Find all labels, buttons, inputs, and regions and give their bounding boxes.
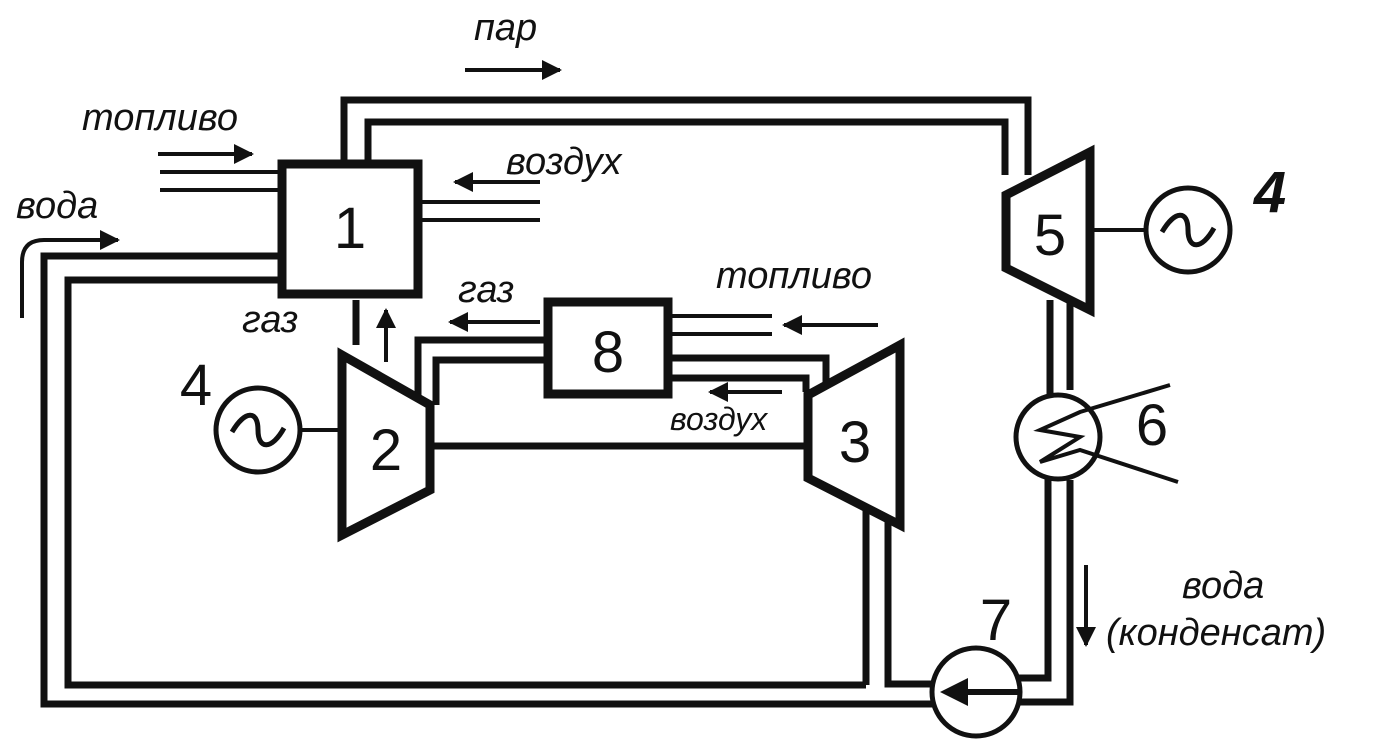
gas-duct-8-2 bbox=[414, 336, 548, 405]
generator-right: 4 bbox=[1143, 160, 1286, 275]
water-condensate-label-2: (конденсат) bbox=[1106, 612, 1326, 654]
flow-arrows bbox=[20, 60, 1096, 647]
steam-label: пар bbox=[474, 7, 537, 49]
condenser-6: 6 bbox=[1013, 383, 1179, 484]
component-4-left-label: 4 bbox=[180, 353, 212, 418]
steam-pipe bbox=[340, 96, 1032, 175]
air-duct-3-8 bbox=[668, 354, 830, 392]
compressor-3: 3 bbox=[803, 337, 905, 533]
boiler-air-inlet bbox=[418, 200, 540, 222]
gas-mid-label: газ bbox=[458, 269, 514, 311]
condensate-pipe bbox=[1018, 300, 1074, 706]
component-3-label: 3 bbox=[839, 410, 871, 475]
water-condensate-label-1: вода bbox=[1182, 565, 1264, 607]
component-5-label: 5 bbox=[1034, 203, 1066, 268]
fuel-mid-label: топливо bbox=[716, 255, 872, 297]
component-8-label: 8 bbox=[592, 320, 624, 385]
combustor-fuel-inlet bbox=[668, 314, 772, 336]
boiler-1: 1 bbox=[277, 159, 423, 299]
combustor-8: 8 bbox=[543, 297, 673, 399]
component-6-label: 6 bbox=[1136, 393, 1168, 458]
gas-turbine-2: 2 bbox=[337, 347, 435, 543]
steam-turbine-5: 5 bbox=[1001, 144, 1095, 318]
component-7-label: 7 bbox=[980, 588, 1012, 653]
feedwater-pipe bbox=[40, 252, 934, 708]
water-in-arrow bbox=[20, 230, 120, 318]
component-4-right-label: 4 bbox=[1253, 160, 1286, 225]
generator-left: 4 bbox=[180, 353, 303, 475]
air-top-label: воздух bbox=[506, 141, 624, 183]
gas-left-label: газ bbox=[242, 299, 298, 341]
component-2-label: 2 bbox=[370, 418, 402, 483]
boiler-fuel-inlet bbox=[160, 170, 282, 192]
fuel-top-label: топливо bbox=[82, 97, 238, 139]
air-bottom-label: воздух bbox=[670, 401, 768, 437]
component-1-label: 1 bbox=[334, 196, 366, 261]
pump-7: 7 bbox=[929, 588, 1023, 739]
water-in-label: вода bbox=[16, 185, 98, 227]
